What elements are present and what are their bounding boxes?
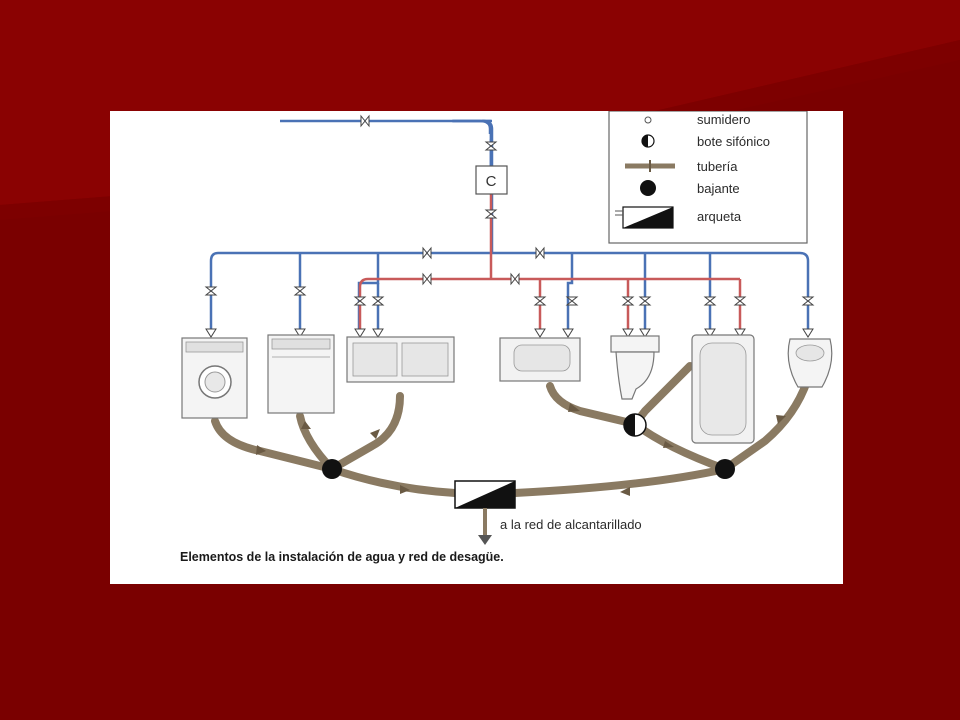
legend-label-bajante: bajante (697, 181, 740, 196)
legend-label-sumidero: sumidero (697, 112, 750, 127)
bajante-icon (640, 180, 656, 196)
meter-supply-line (452, 119, 493, 166)
outlet-arrow (478, 508, 492, 545)
plumbing-diagram: C (110, 111, 843, 584)
legend-label-bote-sifonico: bote sifónico (697, 134, 770, 149)
bidet (787, 338, 833, 388)
legend-label-tuberia: tubería (697, 159, 738, 174)
drain-flow-arrows (256, 403, 786, 496)
sumidero-icon (644, 116, 652, 124)
arqueta-icon (615, 206, 674, 229)
arqueta-main (454, 480, 516, 509)
bote-sifonico-icon (641, 134, 655, 148)
supply-arrows (205, 328, 814, 338)
legend: sumidero bote sifónico tubería bajante a… (608, 111, 808, 244)
toilet (610, 335, 660, 400)
water-meter: C (475, 165, 508, 195)
hot-water-network (358, 194, 742, 329)
double-sink (346, 336, 455, 383)
figure-caption: Elementos de la instalación de agua y re… (180, 550, 504, 564)
dishwasher (267, 334, 335, 414)
bajante-right (715, 459, 735, 479)
tuberia-icon (625, 160, 675, 172)
bajante-left (322, 459, 342, 479)
washing-machine (181, 337, 248, 419)
bathtub (691, 334, 755, 444)
legend-label-arqueta: arqueta (697, 209, 742, 224)
meter-label: C (486, 173, 497, 190)
washbasin (499, 337, 581, 382)
bote-sifonico (623, 413, 647, 437)
outlet-label: a la red de alcantarillado (500, 517, 642, 532)
